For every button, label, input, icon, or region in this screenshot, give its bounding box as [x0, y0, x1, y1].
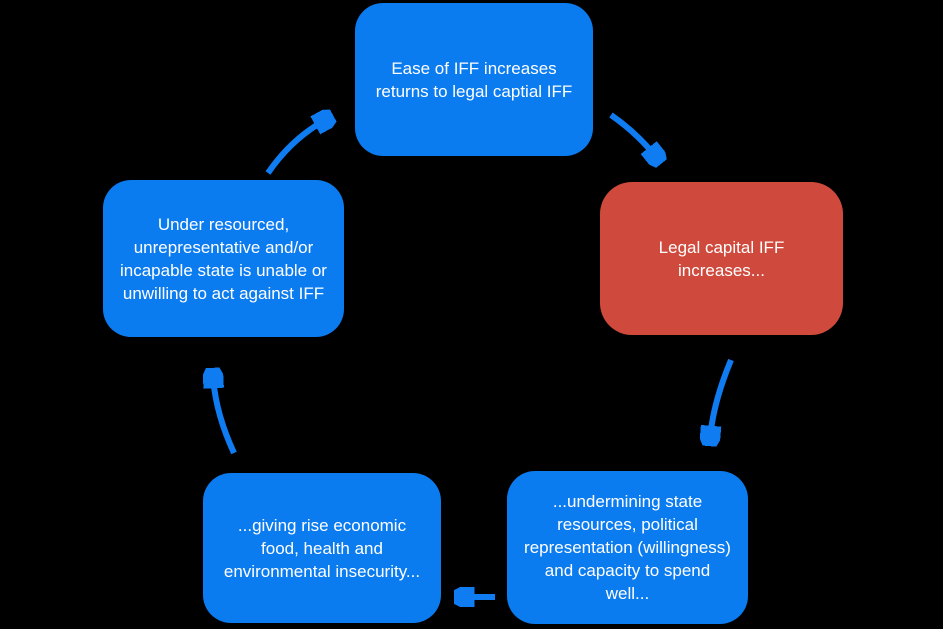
node-legal-capital-iff-label: Legal capital IFF increases... — [658, 237, 785, 280]
arrow-legal-capital-to-undermining — [710, 358, 734, 439]
node-insecurity-label: ...giving rise economic food, health and… — [223, 515, 421, 581]
arrow-insecurity-to-state-unable — [213, 375, 237, 455]
node-state-unable: Under resourced, unrepresentative and/or… — [103, 180, 344, 337]
node-undermining-state: ...undermining state resources, politica… — [507, 471, 748, 624]
arrow-state-unable-to-ease — [265, 119, 327, 175]
node-undermining-state-label: ...undermining state resources, politica… — [524, 492, 731, 603]
arrow-ease-to-legal-capital — [609, 112, 657, 158]
node-ease-of-iff-label: Ease of IFF increases returns to legal c… — [375, 58, 573, 101]
node-insecurity: ...giving rise economic food, health and… — [203, 473, 441, 623]
node-ease-of-iff: Ease of IFF increases returns to legal c… — [355, 3, 593, 156]
node-state-unable-label: Under resourced, unrepresentative and/or… — [120, 214, 327, 303]
node-legal-capital-iff: Legal capital IFF increases... — [600, 182, 843, 335]
